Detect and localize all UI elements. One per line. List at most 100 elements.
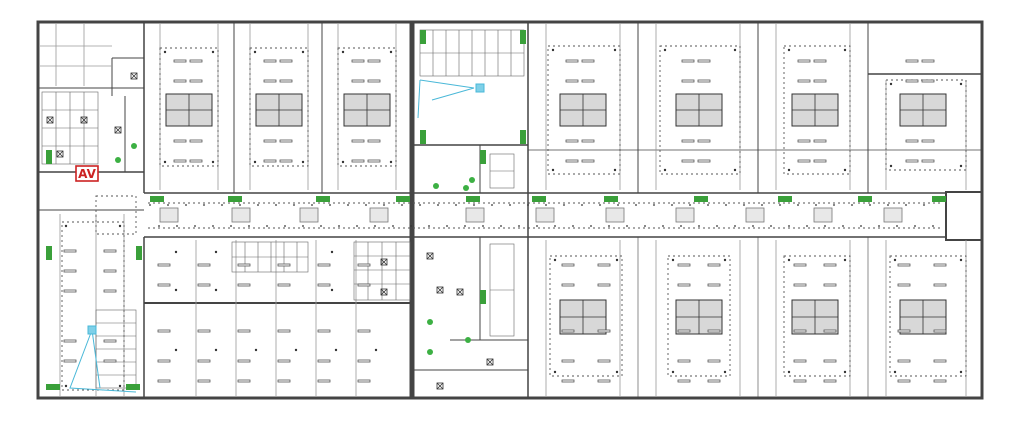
ceiling-dot: [419, 204, 421, 206]
ceiling-dot: [551, 48, 555, 52]
green-exit-marker-icon: [126, 384, 140, 390]
light-fixture: [565, 159, 579, 163]
ceiling-dot: [797, 204, 799, 206]
ceiling-dot: [615, 258, 619, 262]
light-fixture: [823, 379, 837, 383]
light-fixture: [317, 283, 331, 287]
light-fixture: [367, 79, 381, 83]
ceiling-dot: [365, 204, 367, 206]
ceiling-dot: [723, 258, 727, 262]
light-fixture: [681, 59, 695, 63]
ceiling-dot: [581, 204, 583, 206]
light-fixture: [351, 79, 365, 83]
light-fixture: [897, 359, 911, 363]
ceiling-dot: [253, 50, 257, 54]
light-fixture: [681, 139, 695, 143]
ceiling-dot: [843, 168, 847, 172]
light-fixture: [823, 359, 837, 363]
light-fixture: [173, 59, 187, 63]
light-fixture: [561, 379, 575, 383]
ceiling-dot: [733, 48, 737, 52]
light-fixture: [277, 263, 291, 267]
light-fixture: [317, 263, 331, 267]
ceiling-dot: [203, 204, 205, 206]
ceiling-dot: [551, 168, 555, 172]
x-symbol-icon: [380, 258, 388, 266]
light-fixture: [357, 329, 371, 333]
corridor-panels: [159, 207, 903, 223]
ceiling-dot: [680, 225, 682, 227]
ceiling-dot: [959, 258, 963, 262]
light-fixture: [103, 289, 117, 293]
ceiling-dot: [743, 204, 745, 206]
ceiling-dot: [843, 48, 847, 52]
ceiling-dot: [698, 225, 700, 227]
light-fixture: [263, 159, 277, 163]
ceiling-dot: [338, 225, 340, 227]
light-fixture: [279, 59, 293, 63]
light-fixture: [813, 79, 827, 83]
light-fixture: [367, 59, 381, 63]
corridor: [144, 192, 946, 238]
ceiling-dot: [347, 204, 349, 206]
green-exit-marker-icon: [932, 196, 946, 202]
green-exit-marker-icon: [136, 246, 142, 260]
ceiling-dot: [787, 370, 791, 374]
light-fixture: [279, 79, 293, 83]
light-fixture: [561, 263, 575, 267]
light-fixture: [897, 263, 911, 267]
x-symbol-icon: [380, 288, 388, 296]
light-fixture: [797, 159, 811, 163]
ceiling-dot: [671, 370, 675, 374]
ceiling-dot: [185, 204, 187, 206]
ceiling-dot: [311, 204, 313, 206]
ceiling-dot: [553, 258, 557, 262]
green-circle-sensor-icon: [131, 143, 137, 149]
light-fixture: [793, 329, 807, 333]
light-fixture: [157, 359, 171, 363]
ceiling-grid-lines: [40, 24, 967, 396]
x-symbol-icon: [46, 116, 54, 124]
x-symbol-icon: [456, 288, 464, 296]
light-fixture: [597, 379, 611, 383]
ceiling-dot: [239, 204, 241, 206]
light-fixture: [561, 283, 575, 287]
ceiling-dot: [248, 225, 250, 227]
light-fixture: [237, 283, 251, 287]
light-fixture: [103, 269, 117, 273]
light-fixture: [597, 329, 611, 333]
light-fixture: [933, 359, 947, 363]
green-exit-marker-icon: [420, 130, 426, 144]
ceiling-dot: [779, 204, 781, 206]
sensors: [115, 143, 475, 355]
light-fixture: [793, 359, 807, 363]
ceiling-dot: [214, 348, 218, 352]
green-circle-sensor-icon: [427, 349, 433, 355]
ceiling-dot: [893, 258, 897, 262]
light-fixture: [63, 359, 77, 363]
light-fixture: [707, 263, 721, 267]
green-circle-sensor-icon: [469, 177, 475, 183]
ceiling-dot: [266, 225, 268, 227]
ceiling-dot: [959, 370, 963, 374]
x-symbol-icon: [114, 126, 122, 134]
light-fixture: [173, 139, 187, 143]
light-fixture: [317, 329, 331, 333]
ceiling-dot: [725, 204, 727, 206]
green-exit-marker-icon: [228, 196, 242, 202]
ceiling-dot: [545, 204, 547, 206]
ceiling-dot: [356, 225, 358, 227]
green-exit-marker-icon: [46, 384, 60, 390]
ceiling-dot: [770, 225, 772, 227]
light-fixture: [581, 59, 595, 63]
light-fixture: [793, 379, 807, 383]
ceiling-dot: [118, 384, 122, 388]
light-fixture: [793, 283, 807, 287]
outer-walls: [36, 20, 984, 400]
green-exit-marker-icon: [604, 196, 618, 202]
ceiling-dot: [860, 225, 862, 227]
light-fixture: [237, 359, 251, 363]
ceiling-dot: [437, 204, 439, 206]
ceiling-dot: [284, 225, 286, 227]
